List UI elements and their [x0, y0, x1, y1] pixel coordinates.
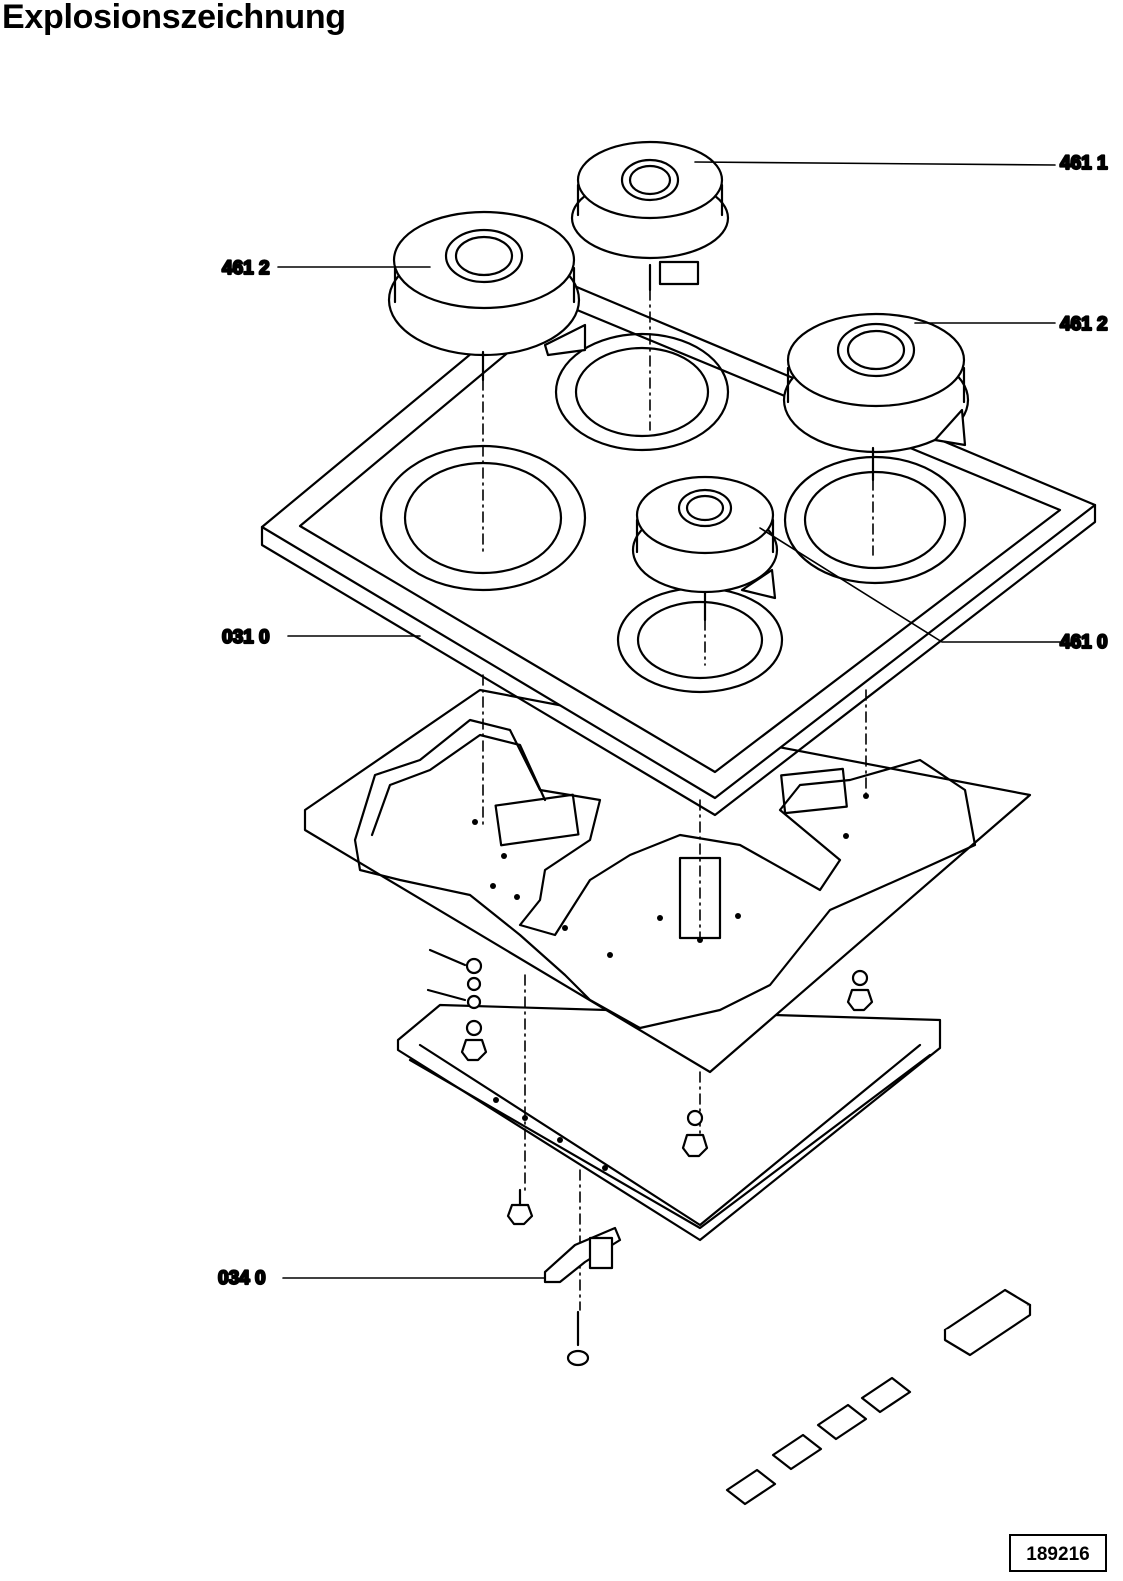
label-bracket-clip: 034 0: [218, 1268, 266, 1289]
bottom-tray: [396, 1003, 942, 1242]
burner-left: [387, 210, 587, 382]
leader-line-burner-front: [759, 527, 1061, 643]
assembly-axes: [482, 289, 874, 1311]
burner-right: [782, 312, 970, 482]
leader-lines: [277, 161, 1061, 1279]
terminal-blocks: [725, 1288, 1032, 1506]
middle-frame: [303, 688, 1032, 1074]
document-number-box: 189216: [1009, 1534, 1107, 1572]
burner-top: [570, 140, 730, 292]
label-burner-top-right: 461 1: [1060, 153, 1108, 174]
label-burner-left: 461 2: [222, 258, 270, 279]
label-burner-right: 461 2: [1060, 314, 1108, 335]
label-burner-front: 461 0: [1060, 632, 1108, 653]
page-title: Explosionszeichnung: [2, 0, 346, 36]
document-number: 189216: [1026, 1544, 1090, 1565]
burner-front: [631, 475, 779, 622]
bracket-clip: [543, 1226, 622, 1367]
label-hob-top-plate: 031 0: [222, 627, 270, 648]
leader-line-burner-top-right: [694, 161, 1056, 166]
fasteners: [426, 948, 874, 1226]
